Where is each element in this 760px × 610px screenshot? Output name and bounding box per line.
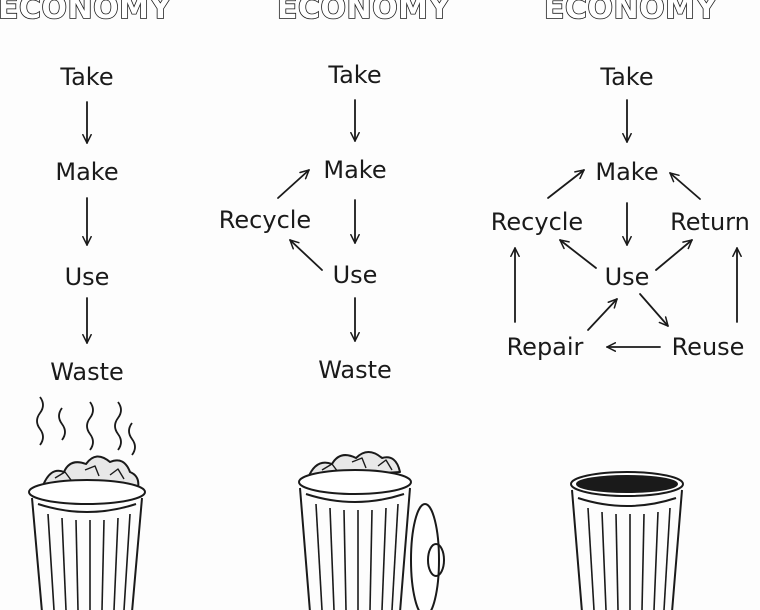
recycling-use-label: Use bbox=[332, 261, 378, 289]
arrow-recycle-make-3 bbox=[547, 169, 585, 199]
arrow-recycle-make-2 bbox=[277, 169, 310, 199]
arrow-use-recycle-3 bbox=[559, 239, 597, 269]
recycling-take-label: Take bbox=[328, 61, 382, 89]
circular-use-label: Use bbox=[604, 263, 650, 291]
arrow-repair-use-3 bbox=[587, 298, 618, 331]
linear-waste-label: Waste bbox=[50, 358, 124, 386]
recycling-make-label: Make bbox=[323, 156, 387, 184]
circular-take-label: Take bbox=[600, 63, 654, 91]
open-lid-icon bbox=[410, 503, 445, 610]
arrow-use-return-3 bbox=[655, 239, 693, 271]
empty-trash-bin-3 bbox=[570, 471, 684, 610]
stink-lines-icon bbox=[36, 396, 136, 456]
arrow-use-reuse-3 bbox=[639, 293, 669, 327]
arrow-return-make-3 bbox=[669, 172, 701, 200]
linear-take-label: Take bbox=[60, 63, 114, 91]
recycling-waste-label: Waste bbox=[318, 356, 392, 384]
linear-make-label: Make bbox=[55, 158, 119, 186]
circular-make-label: Make bbox=[595, 158, 659, 186]
circular-reuse-label: Reuse bbox=[671, 333, 745, 361]
circular-repair-label: Repair bbox=[506, 333, 584, 361]
recycling-recycle-label: Recycle bbox=[218, 206, 312, 234]
full-trash-bin-2 bbox=[298, 451, 445, 610]
column-1-title: ECONOMY bbox=[0, 0, 172, 27]
circular-return-label: Return bbox=[670, 208, 750, 236]
linear-use-label: Use bbox=[64, 263, 110, 291]
circular-recycle-label: Recycle bbox=[490, 208, 584, 236]
column-2-title: ECONOMY bbox=[276, 0, 451, 27]
column-3-title: ECONOMY bbox=[543, 0, 718, 27]
arrow-use-recycle-2 bbox=[289, 239, 323, 271]
overflowing-trash-bin-1 bbox=[28, 396, 146, 610]
